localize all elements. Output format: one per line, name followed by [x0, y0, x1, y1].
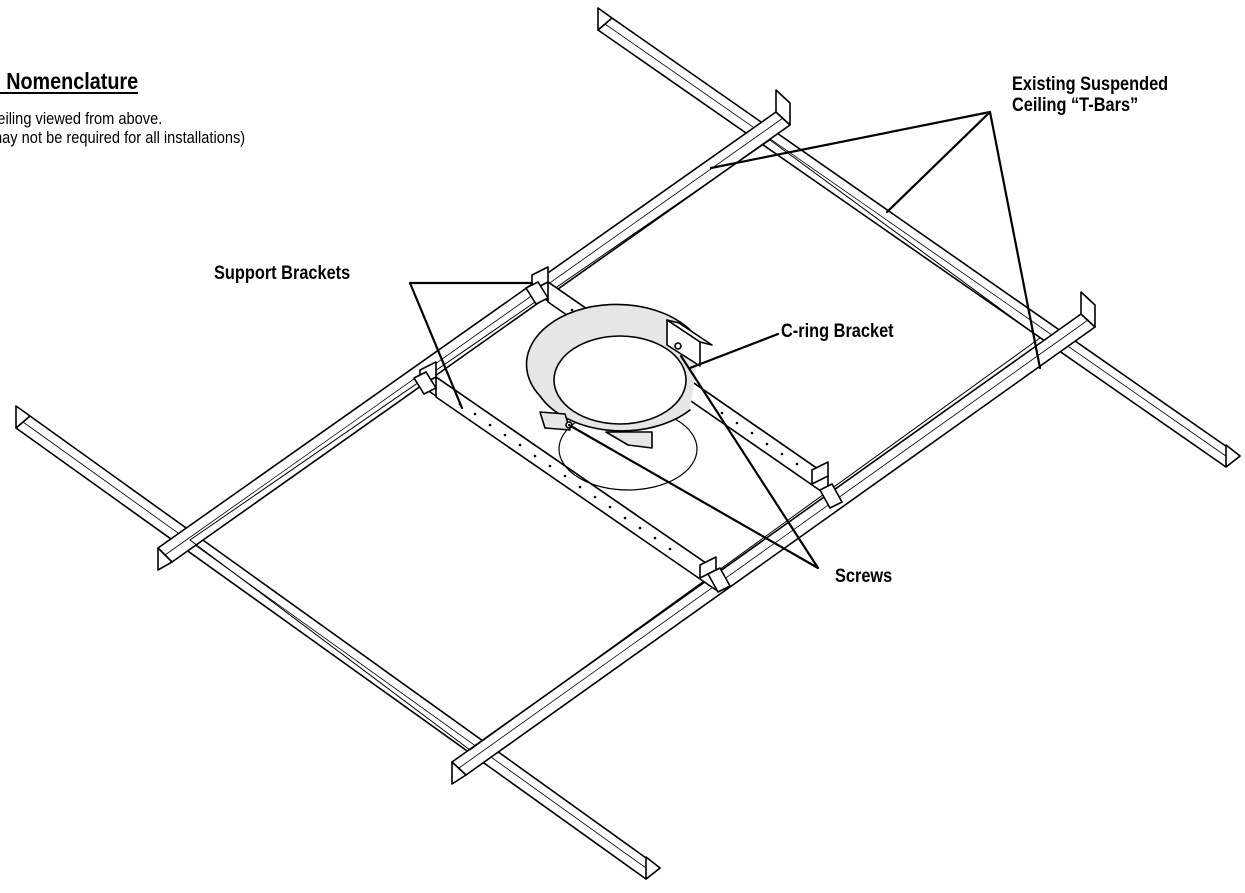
leader-screws — [567, 354, 820, 570]
screw-upper — [674, 342, 682, 350]
page-title: re Nomenclature — [0, 68, 139, 94]
ceiling-tile — [189, 139, 1041, 751]
label-t-bars-line-2: Ceiling “T-Bars” — [1012, 95, 1139, 116]
leader-support — [408, 281, 534, 410]
t-bar-cross-left — [157, 89, 791, 571]
leader-tbars-right — [988, 110, 1042, 370]
bracket-clips — [413, 281, 843, 593]
c-ring-bracket — [525, 303, 713, 449]
note-line-1: ceiling viewed from above. — [0, 109, 163, 128]
t-bar-cross-right — [451, 291, 1096, 785]
label-screws: Screws — [835, 566, 893, 587]
note-line-2: may not be required for all installation… — [0, 128, 246, 147]
t-bar-back-left — [15, 405, 661, 880]
label-t-bars-line-1: Existing Suspended — [1012, 74, 1169, 95]
leader-lines — [408, 110, 1042, 570]
label-c-ring-bracket: C-ring Bracket — [781, 321, 894, 342]
leader-cring — [688, 332, 780, 370]
label-support-brackets: Support Brackets — [214, 263, 351, 284]
